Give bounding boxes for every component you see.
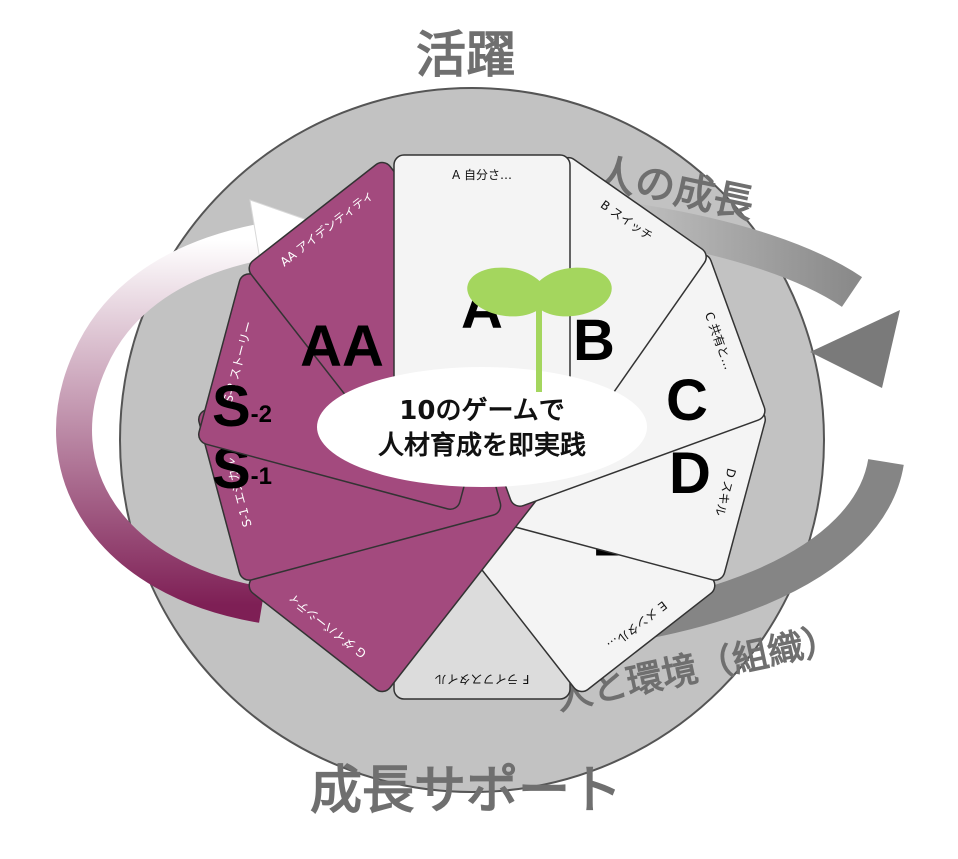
card-title: A 自分さ… xyxy=(452,168,512,182)
card-letter: C xyxy=(666,368,708,433)
sprout-icon xyxy=(467,267,612,392)
card-title: F ライフスタイル xyxy=(435,672,530,686)
card-letter: D xyxy=(669,441,711,506)
center-line-2: 人材育成を即実践 xyxy=(378,430,586,461)
top-label: 活躍 xyxy=(416,26,516,84)
bottom-label: 成長サポート xyxy=(310,761,622,821)
card-letter: AA xyxy=(300,314,384,379)
center-line-1: 10のゲームで xyxy=(399,396,564,426)
center-ellipse xyxy=(317,367,647,487)
card-letter: B xyxy=(573,308,615,373)
